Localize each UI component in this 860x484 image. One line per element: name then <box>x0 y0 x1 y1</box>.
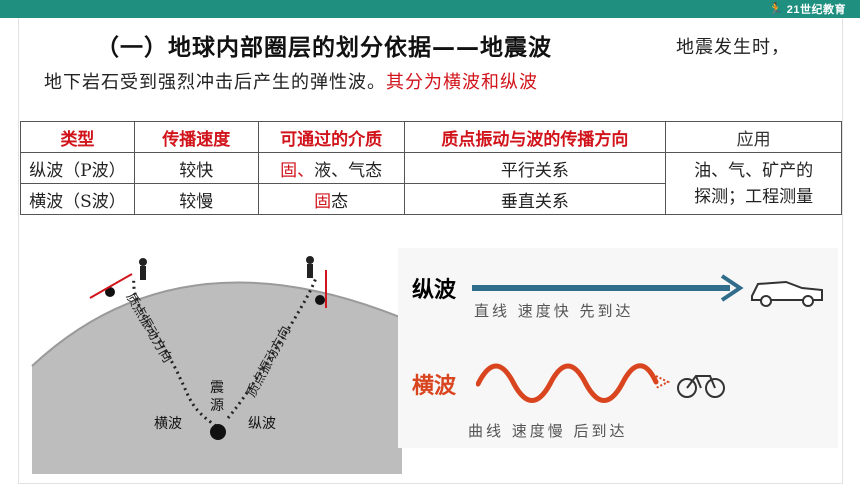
medium-solid: 固 <box>314 191 332 212</box>
s-wave-label: 横波 <box>154 416 182 432</box>
cell-direction: 平行关系 <box>403 152 667 184</box>
source-label-1: 震 <box>210 380 224 396</box>
table-header-row: 类型 传播速度 可通过的介质 质点振动与波的传播方向 应用 <box>20 121 842 153</box>
brand-logo: 🏃 21世纪教育 <box>768 1 846 17</box>
p-particle-dot <box>315 295 325 305</box>
cell-speed: 较慢 <box>133 183 259 215</box>
person-icon <box>139 258 147 280</box>
p-wave-label: 纵波 <box>248 416 276 432</box>
s-wave-arrow <box>476 363 671 403</box>
medium-other: 液、气态 <box>314 160 383 181</box>
s-wave-arrowhead <box>655 375 671 389</box>
header-speed: 传播速度 <box>133 121 259 153</box>
application-line-2: 探测；工程测量 <box>694 186 814 207</box>
p-wave-path <box>226 277 318 419</box>
application-line-1: 油、气、矿产的 <box>694 160 814 181</box>
p-wave-arrow <box>472 274 744 302</box>
person-icon <box>306 256 314 278</box>
brand-logo-text: 21世纪教育 <box>786 4 846 16</box>
s-wave-title: 横波 <box>412 374 457 399</box>
table-row: 横波（S波） 较慢 固态 垂直关系 <box>20 183 842 215</box>
s-vibration-arrow <box>89 273 133 299</box>
header-medium: 可通过的介质 <box>257 121 405 153</box>
cell-medium: 固态 <box>257 183 405 215</box>
medium-solid: 固、 <box>280 160 315 181</box>
frame-left <box>18 18 19 484</box>
intro-classification: 其分为横波和纵波 <box>386 72 538 93</box>
wave-comparison-table: 类型 传播速度 可通过的介质 质点振动与波的传播方向 应用 纵波（P波） 较快 … <box>20 121 842 215</box>
s-wave-path <box>132 277 217 428</box>
p-wave-title: 纵波 <box>412 278 457 303</box>
cell-direction: 垂直关系 <box>403 183 667 215</box>
medium-other: 态 <box>331 191 349 212</box>
cell-type: 横波（S波） <box>20 183 135 215</box>
p-wave-arrowhead <box>720 274 744 302</box>
p-wave-subtitle: 直线 速度快 先到达 <box>474 302 634 320</box>
earth-surface <box>32 282 402 474</box>
intro-line-1: 地震发生时， <box>676 37 790 58</box>
runner-icon: 🏃 <box>768 2 784 16</box>
cell-speed: 较快 <box>133 152 259 184</box>
earth-section-diagram: 质点振动方向 质点振动方向 震 源 横波 纵波 <box>31 256 402 474</box>
intro-definition: 地下岩石受到强烈冲击后产生的弹性波。 <box>44 72 386 93</box>
intro-line-2: 地下岩石受到强烈冲击后产生的弹性波。其分为横波和纵波 <box>44 68 538 94</box>
wave-comparison-panel: 纵波 直线 速度快 先到达 横波 曲线 速度慢 后到达 <box>398 248 838 448</box>
cell-type: 纵波（P波） <box>20 152 135 184</box>
header-direction: 质点振动与波的传播方向 <box>403 121 667 153</box>
source-label-2: 源 <box>210 398 224 414</box>
header-application: 应用 <box>665 121 842 153</box>
frame-right <box>842 18 843 484</box>
table-row: 纵波（P波） 较快 固、液、气态 平行关系 油、气、矿产的 探测；工程测量 <box>20 152 842 215</box>
top-banner: 🏃 21世纪教育 <box>0 0 860 18</box>
earth-crust-line <box>31 281 402 367</box>
epicenter-dot <box>210 424 226 440</box>
s-wave-curve <box>476 363 659 403</box>
slide-title: （一）地球内部圈层的划分依据——地震波 <box>96 35 552 61</box>
s-wave-subtitle: 曲线 速度慢 后到达 <box>468 422 628 440</box>
header-type: 类型 <box>20 121 135 153</box>
bicycle-icon <box>677 375 725 398</box>
car-icon <box>751 280 823 307</box>
cell-medium: 固、液、气态 <box>257 152 405 184</box>
cell-application: 油、气、矿产的 探测；工程测量 <box>665 152 842 215</box>
s-particle-dot <box>105 287 115 297</box>
